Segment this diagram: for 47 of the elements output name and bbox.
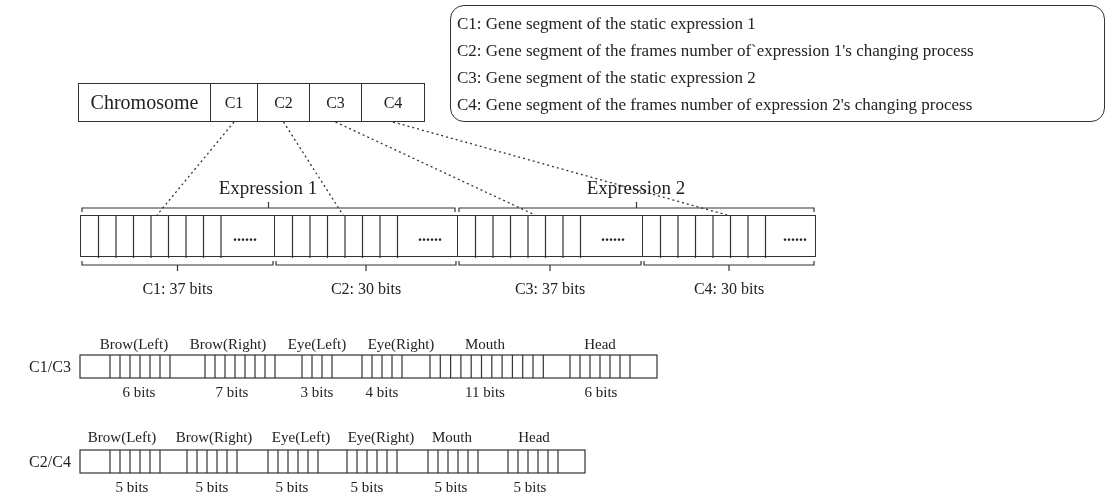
chromosome-cell: C3 xyxy=(309,83,362,122)
bit-count: 5 bits xyxy=(350,479,384,495)
bit-count: 5 bits xyxy=(275,479,309,495)
group-title: Expression 1 xyxy=(218,177,318,197)
bit-count: 3 bits xyxy=(300,384,334,400)
part-name: Mouth xyxy=(432,429,472,445)
part-name: Eye(Left) xyxy=(271,429,331,445)
bit-count: 5 bits xyxy=(195,479,229,495)
leader-line xyxy=(156,121,235,216)
bit-count: 7 bits xyxy=(215,384,249,400)
row-label: C1/C3 xyxy=(29,359,71,375)
part-name: Eye(Left) xyxy=(287,336,347,352)
chromosome-cell: C4 xyxy=(361,83,425,122)
bit-segment xyxy=(274,215,458,257)
row-label: C2/C4 xyxy=(29,454,71,470)
part-name: Mouth xyxy=(465,336,505,352)
leader-line xyxy=(392,121,728,216)
part-name: Brow(Left) xyxy=(87,429,157,445)
part-name: Eye(Right) xyxy=(347,429,415,445)
bit-count: 5 bits xyxy=(434,479,468,495)
bit-segment xyxy=(80,215,275,257)
part-name: Head xyxy=(518,429,550,445)
bit-segment xyxy=(457,215,643,257)
part-name: Brow(Left) xyxy=(99,336,169,352)
bit-count: 6 bits xyxy=(122,384,156,400)
chromosome-cell: C1 xyxy=(210,83,258,122)
definition-text: C4: Gene segment of the frames number of expression 2's changing process xyxy=(457,94,973,116)
segment-size-label: C2: 30 bits xyxy=(330,281,402,297)
chromosome-cell: Chromosome xyxy=(78,83,211,122)
segment-size-label: C3: 37 bits xyxy=(514,281,586,297)
segment-size-label: C4: 30 bits xyxy=(693,281,765,297)
bit-count: 4 bits xyxy=(365,384,399,400)
part-name: Brow(Right) xyxy=(189,336,267,352)
bit-count: 11 bits xyxy=(465,384,505,400)
part-name: Head xyxy=(584,336,616,352)
definition-text: C3: Gene segment of the static expression 2 xyxy=(457,67,756,89)
segment-size-label: C1: 37 bits xyxy=(142,281,213,297)
bit-count: 5 bits xyxy=(513,479,547,495)
definition-text: C2: Gene segment of the frames number of`expression 1's changing process xyxy=(457,40,974,62)
definition-text: C1: Gene segment of the static expression 1 xyxy=(457,13,756,35)
chromosome-cell: C2 xyxy=(257,83,310,122)
bit-segment xyxy=(642,215,816,257)
bit-count: 6 bits xyxy=(584,384,618,400)
definition-box xyxy=(450,5,1105,122)
part-name: Eye(Right) xyxy=(367,336,435,352)
part-name: Brow(Right) xyxy=(175,429,253,445)
bit-count: 5 bits xyxy=(115,479,149,495)
